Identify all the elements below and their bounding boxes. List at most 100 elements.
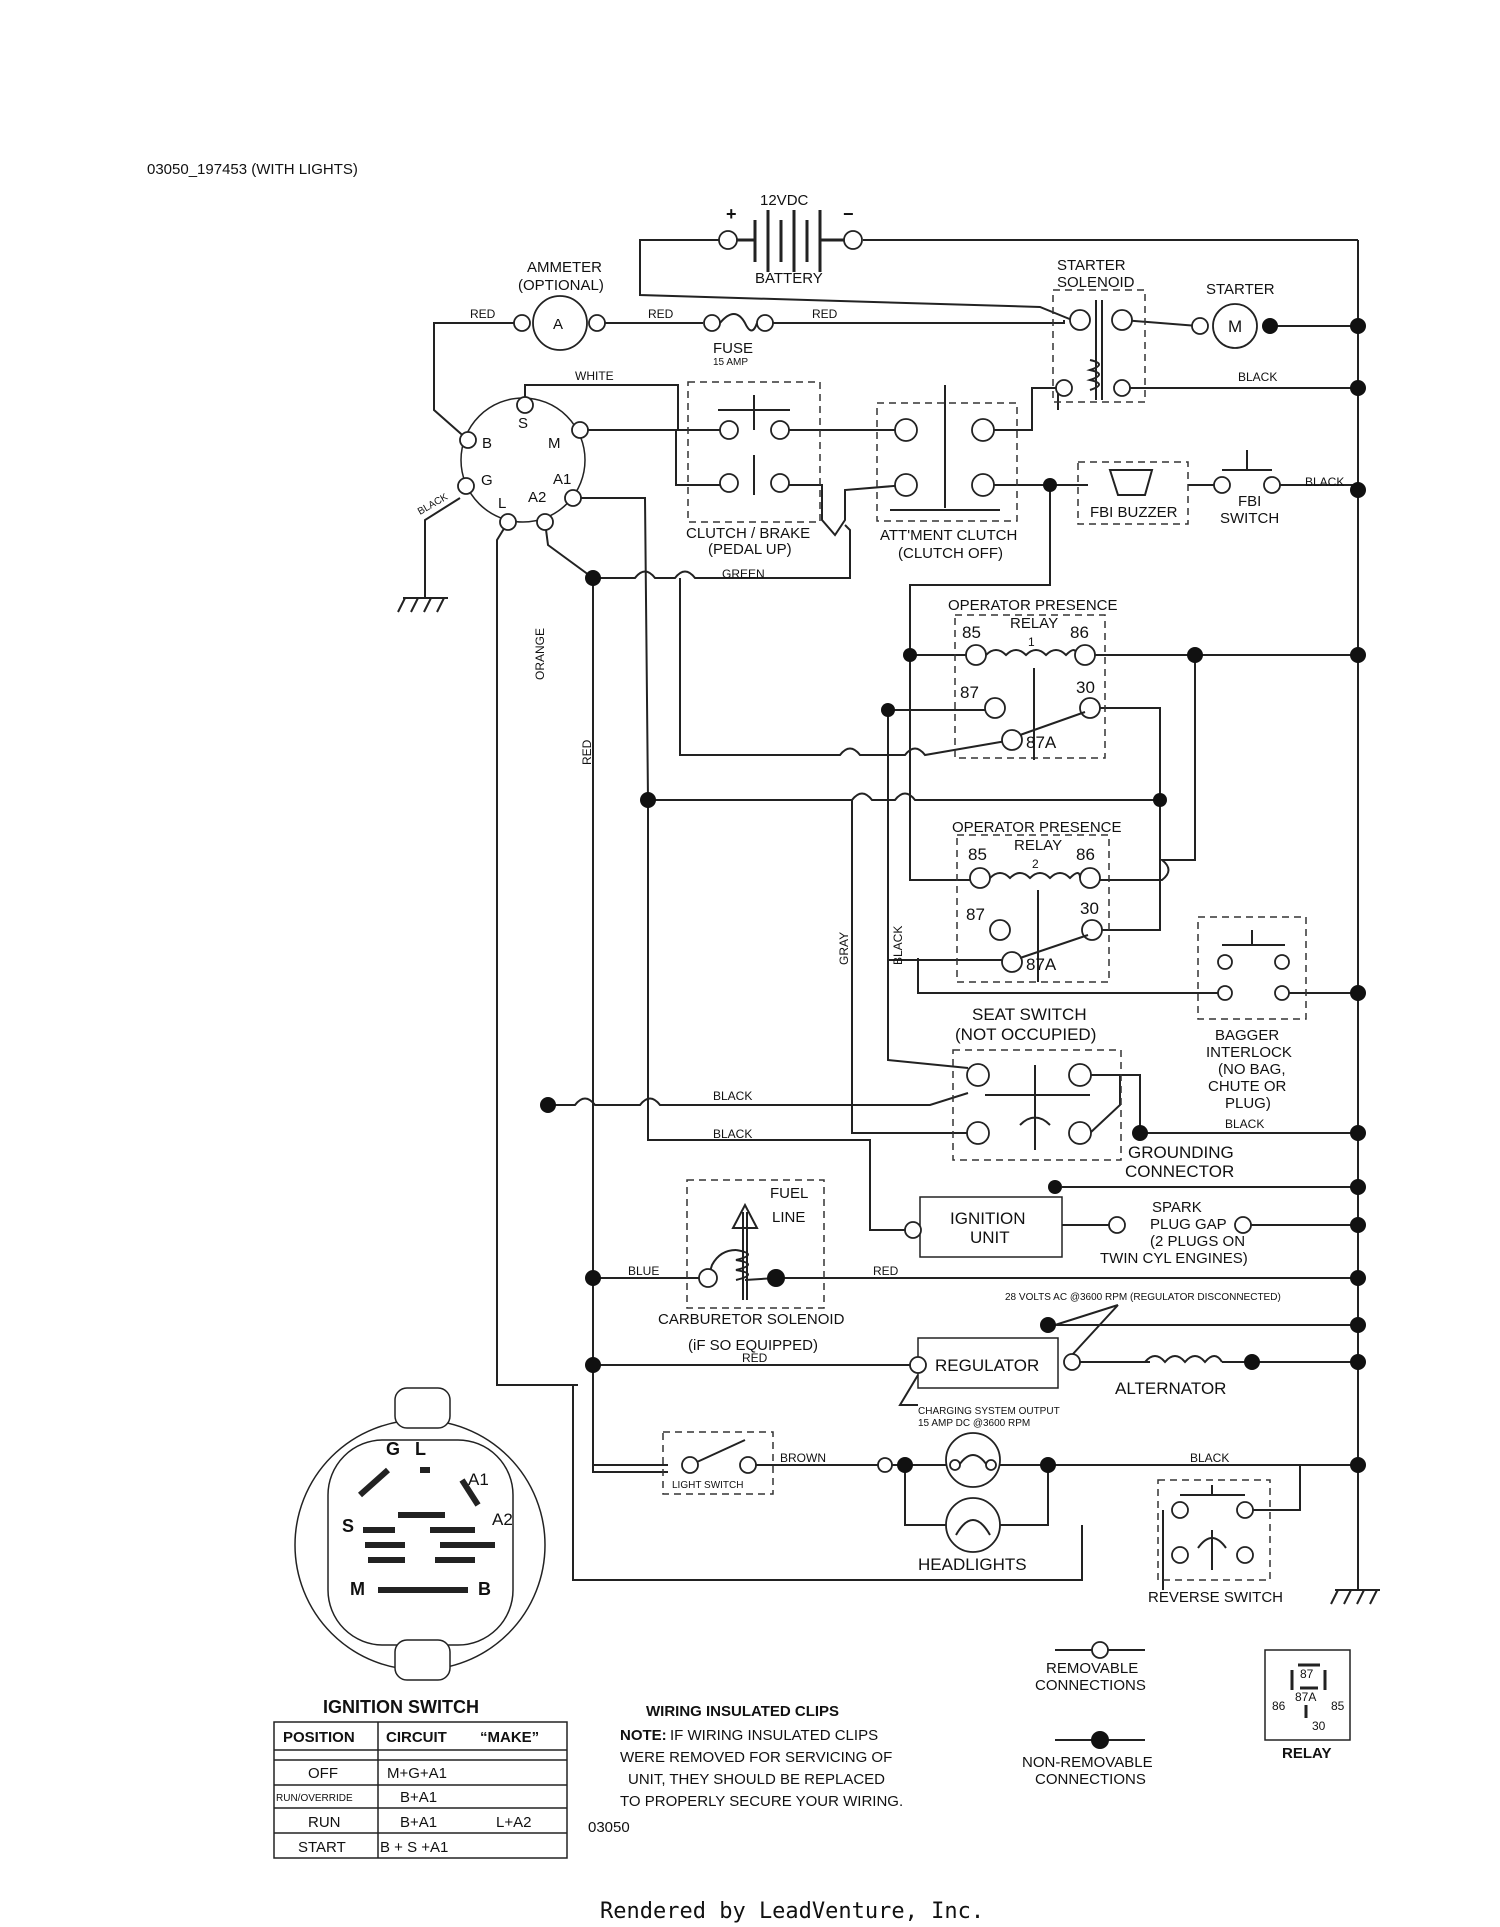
carb-terminal <box>698 1268 718 1288</box>
battery-label: BATTERY <box>755 270 823 287</box>
red-vertical-wire <box>544 521 668 1473</box>
grounding-connector: GROUNDING CONNECTOR <box>1125 1143 1234 1181</box>
ac-output-note: 28 VOLTS AC @3600 RPM (REGULATOR DISCONN… <box>1005 1292 1281 1303</box>
bagger-line-3: (NO BAG, <box>1218 1061 1286 1078</box>
wire-label-black-5: BLACK <box>713 1127 752 1141</box>
ignition-ground-symbol <box>397 597 448 613</box>
ignition-pin-b: B <box>478 1579 491 1599</box>
table-row-circuit: M+G+A1 <box>387 1765 447 1782</box>
ignition-unit-label-line2: UNIT <box>970 1228 1010 1247</box>
relay1-number: 1 <box>1028 635 1035 649</box>
table-row-extra: L+A2 <box>496 1814 531 1831</box>
relay2-box <box>956 834 1110 983</box>
ignition-unit: IGNITION UNIT <box>904 1196 1063 1258</box>
solenoid-label-line2: SOLENOID <box>1057 274 1135 291</box>
connection-dot <box>640 792 656 808</box>
relay2-pin-86 <box>1079 867 1101 889</box>
orange-wire <box>496 521 578 1386</box>
ignition-terminal-label-a2: A2 <box>528 489 546 506</box>
fuel-label-line2: LINE <box>772 1209 805 1226</box>
fuse-label: FUSE <box>713 340 753 357</box>
wire-label-red-5: RED <box>742 1351 768 1365</box>
ignition-terminal-label-a1: A1 <box>553 471 571 488</box>
relay2-85-wire <box>909 585 976 881</box>
table-row-circuit: B+A1 <box>400 1789 437 1806</box>
clutch-brake-switch: CLUTCH / BRAKE (PEDAL UP) <box>686 395 810 558</box>
connection-dot <box>1350 647 1366 663</box>
solenoid-coil <box>1086 300 1103 400</box>
fbi-switch-terminal-2 <box>1263 476 1281 494</box>
red-to-light-switch <box>592 1365 668 1466</box>
battery-positive-wire <box>639 239 1073 321</box>
reverse-feed-wire <box>572 1385 1083 1581</box>
clips-line-4: TO PROPERLY SECURE YOUR WIRING. <box>620 1793 903 1810</box>
carb-label-line2: (iF SO EQUIPPED) <box>688 1337 818 1354</box>
regulator: 28 VOLTS AC @3600 RPM (REGULATOR DISCONN… <box>898 1292 1281 1429</box>
wire-label-red-4: RED <box>873 1264 899 1278</box>
seat-switch: SEAT SWITCH (NOT OCCUPIED) <box>955 1005 1096 1150</box>
wire-label-red-vertical: RED <box>580 739 594 765</box>
spark-terminal-2 <box>1234 1216 1252 1234</box>
seat-terminal-3 <box>966 1121 990 1145</box>
bagger-line-4: CHUTE OR <box>1208 1078 1287 1095</box>
relay1-pin-86 <box>1074 644 1096 666</box>
green-wire <box>593 524 851 579</box>
headlights: HEADLIGHTS <box>918 1432 1027 1574</box>
clips-title: WIRING INSULATED CLIPS <box>646 1703 839 1720</box>
operator-presence-relay-2: OPERATOR PRESENCE RELAY 2 85 86 87 30 87… <box>952 819 1121 982</box>
fbi-buzzer-box <box>1077 461 1189 525</box>
regulator-label: REGULATOR <box>935 1356 1039 1375</box>
light-switch-box <box>662 1431 774 1495</box>
reverse-terminal-1 <box>1171 1501 1189 1519</box>
relay2-label-87a: 87A <box>1026 955 1057 974</box>
a1-vertical-wire <box>573 497 913 1231</box>
wire-label-red-2: RED <box>648 307 674 321</box>
fbi-switch-contact <box>1222 450 1272 471</box>
reverse-switch-contact <box>1180 1485 1245 1570</box>
relay-icon-pin-85: 85 <box>1331 1699 1345 1713</box>
attach-terminal-4 <box>971 473 995 497</box>
light-switch-label: LIGHT SWITCH <box>672 1480 743 1491</box>
relay2-armature <box>1019 890 1089 982</box>
wire-label-black-6: BLACK <box>1225 1117 1264 1131</box>
battery-positive-terminal <box>718 230 738 250</box>
solenoid-terminal-top-right <box>1111 309 1133 331</box>
ignition-switch-table: POSITION CIRCUIT “MAKE” OFF M+G+A1 RUN/O… <box>273 1721 568 1859</box>
clips-line-3: UNIT, THEY SHOULD BE REPLACED <box>628 1771 885 1788</box>
light-switch-lever <box>696 1439 746 1463</box>
headlight-1-terminal-l <box>949 1459 961 1471</box>
operator-presence-relay-1: OPERATOR PRESENCE RELAY 1 85 86 87 30 87… <box>948 597 1117 760</box>
ignition-switch-contacts <box>358 1467 495 1593</box>
relay1-pin-85 <box>965 644 987 666</box>
seat-switch-label-line1: SEAT SWITCH <box>972 1005 1087 1024</box>
connection-dot <box>1350 1317 1366 1333</box>
headlights-label: HEADLIGHTS <box>918 1555 1027 1574</box>
red-fuse-to-solenoid <box>763 320 1065 324</box>
component-boxes <box>662 289 1307 1581</box>
charging-line-2: 15 AMP DC @3600 RPM <box>918 1418 1030 1429</box>
relay2-pin-85 <box>969 867 991 889</box>
relay2-pin-87 <box>989 919 1011 941</box>
ammeter: A AMMETER (OPTIONAL) <box>513 259 606 351</box>
ignition-terminal-label-m: M <box>548 435 561 452</box>
ignition-ground-wire <box>424 497 461 598</box>
non-removable-connections <box>540 318 1366 1473</box>
reverse-terminal-3 <box>1171 1546 1189 1564</box>
relay1-box <box>954 614 1106 759</box>
fbi-buzzer-symbol <box>1108 469 1154 496</box>
spark-terminal-1 <box>1108 1216 1126 1234</box>
headlight-1-terminal-r <box>985 1459 997 1471</box>
fbi-buzzer-label: FBI BUZZER <box>1090 504 1178 521</box>
seat-to-grounding <box>1090 1074 1358 1134</box>
bus-ground-symbol <box>1330 1589 1380 1605</box>
clutch-label-line2: (PEDAL UP) <box>708 541 792 558</box>
wire-label-orange: ORANGE <box>533 628 547 680</box>
table-row-position: RUN/OVERRIDE <box>276 1793 353 1804</box>
ignition-switch-detail: G L A1 S A2 M B IGNITION SWITCH <box>294 1387 546 1717</box>
headlight-2 <box>945 1497 1001 1553</box>
wire-label-black-7: BLACK <box>1190 1451 1229 1465</box>
fbi-switch-label-line1: FBI <box>1238 493 1261 510</box>
attach-terminal-2 <box>971 418 995 442</box>
battery: + − 12VDC BATTERY <box>718 192 863 287</box>
